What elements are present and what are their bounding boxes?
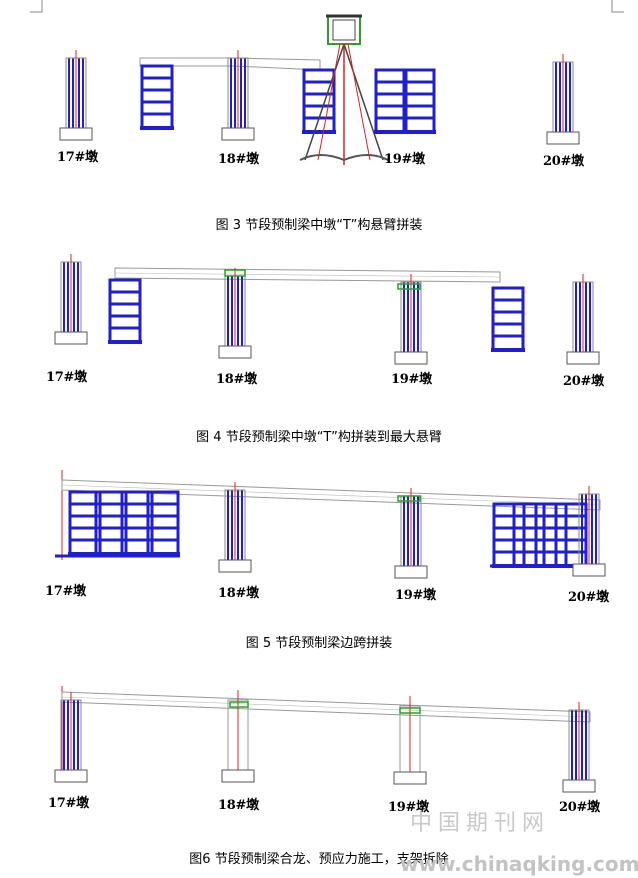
figure-5 [55, 470, 606, 579]
crop-mark-right [611, 0, 624, 13]
watermark-url: www.chinaqking.com [400, 852, 638, 876]
pier-label: 20#墩 [568, 590, 609, 605]
pier-label: 19#墩 [395, 588, 436, 603]
figure-3 [59, 14, 580, 165]
pier-label: 18#墩 [218, 586, 259, 601]
figure-4 [54, 253, 600, 365]
figure-6-caption: 图6 节段预制梁合龙、预应力施工，支架拆除 [189, 852, 449, 867]
pier-label: 17#墩 [48, 796, 89, 811]
pier-label: 19#墩 [384, 152, 425, 167]
pier-label: 20#墩 [543, 154, 584, 169]
pier-label: 20#墩 [563, 374, 604, 389]
figure-5-caption: 图 5 节段预制梁边跨拼装 [245, 636, 393, 651]
figure-4-caption: 图 4 节段预制梁中墩“T”构拼装到最大悬臂 [196, 430, 442, 445]
figure-3-caption: 图 3 节段预制梁中墩“T”构悬臂拼装 [215, 218, 423, 233]
pier-label: 18#墩 [216, 372, 257, 387]
pier-label: 18#墩 [218, 798, 259, 813]
pier-label: 17#墩 [57, 150, 98, 165]
watermark-cn: 中国期刊网 [410, 811, 551, 836]
pier-label: 20#墩 [559, 800, 600, 815]
figure-6 [54, 686, 596, 793]
crop-mark-left [30, 0, 43, 13]
pier-label: 18#墩 [218, 152, 259, 167]
pier-label: 19#墩 [391, 372, 432, 387]
pier-label: 19#墩 [388, 800, 429, 815]
pier-label: 17#墩 [46, 370, 87, 385]
pier-label: 17#墩 [45, 584, 86, 599]
